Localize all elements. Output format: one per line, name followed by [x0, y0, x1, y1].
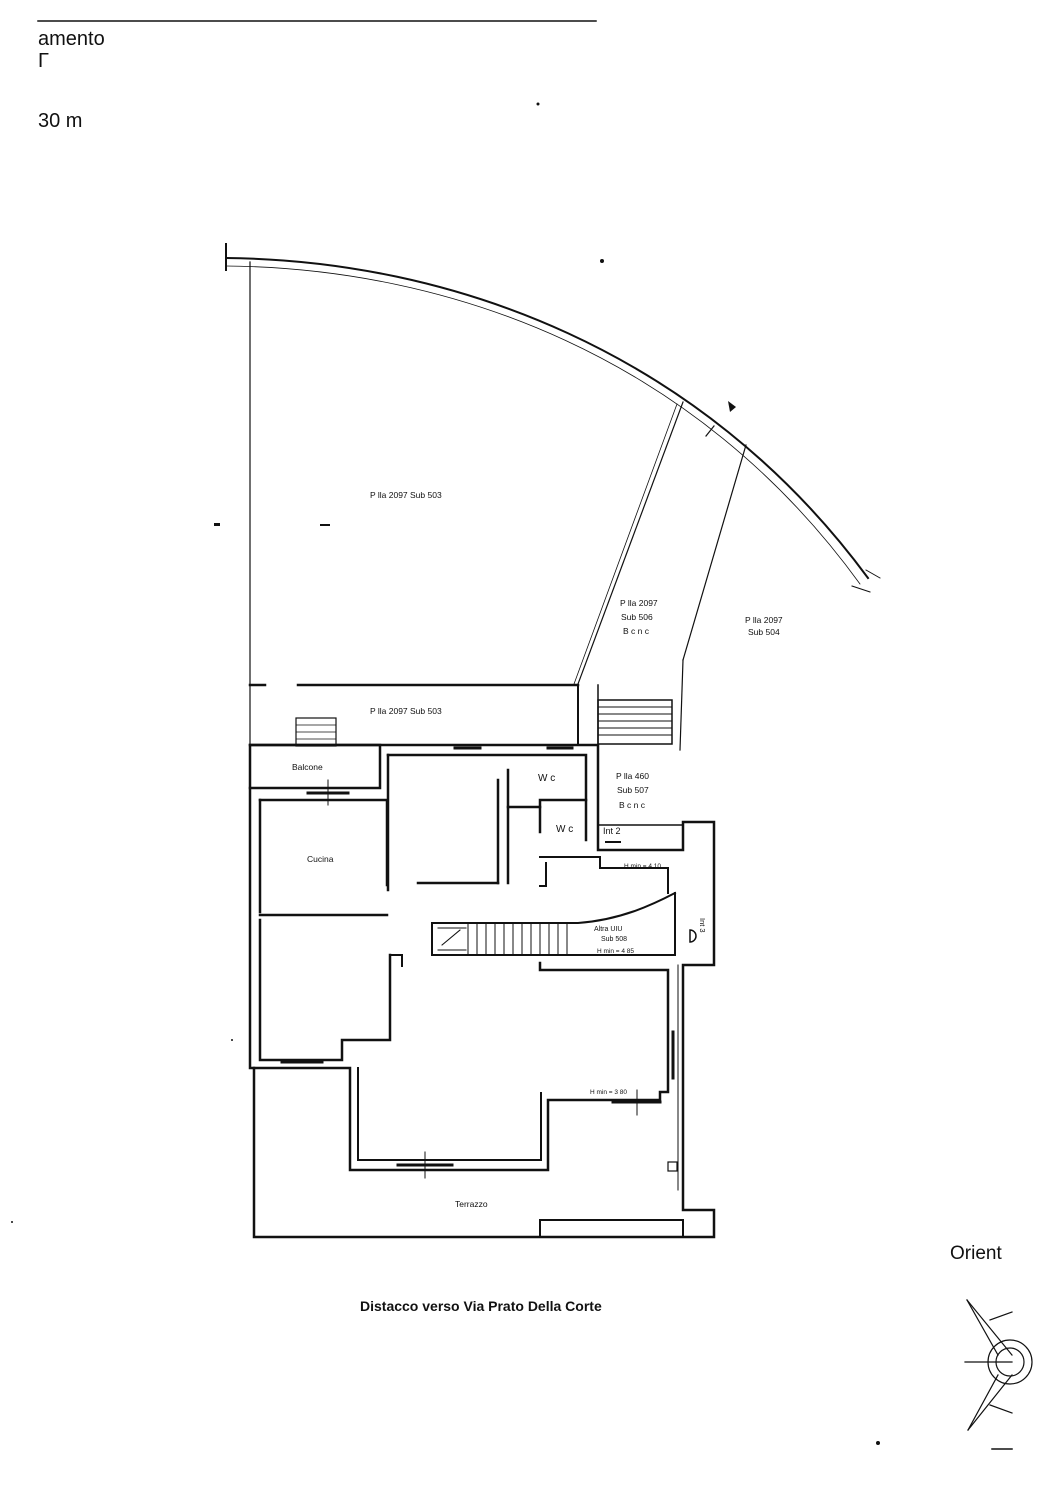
label-sub506-line3: B c n c: [623, 626, 650, 636]
label-cucina: Cucina: [307, 854, 334, 864]
label-altra-uiu-line3: H min = 4 85: [597, 948, 634, 955]
label-sub504-line2: Sub 504: [748, 627, 780, 637]
label-wc-2: W c: [556, 824, 573, 835]
label-int2: Int 2: [603, 826, 621, 836]
divider-506-left: [577, 401, 684, 685]
label-altra-uiu-line2: Sub 508: [601, 936, 627, 943]
label-sub506-line1: P lla 2097: [620, 598, 658, 608]
label-hmin-410: H min = 4 10: [624, 863, 661, 870]
caption: Distacco verso Via Prato Della Corte: [360, 1298, 602, 1314]
compass-icon: [964, 1299, 1033, 1431]
label-wc-1: W c: [538, 773, 555, 784]
label-int3: Int 3: [698, 918, 707, 933]
label-balcone: Balcone: [292, 762, 323, 772]
header-line-3: 30 m: [38, 110, 83, 132]
label-altra-uiu-line1: Altra UIU: [594, 926, 622, 933]
header-line-2: Γ: [38, 50, 50, 72]
label-hmin-380: H min = 3 80: [590, 1089, 627, 1096]
boundary-arc: [224, 256, 870, 580]
header-line-1: amento: [38, 28, 105, 50]
label-terrazzo: Terrazzo: [455, 1199, 488, 1209]
label-sub507-line3: B c n c: [619, 800, 646, 810]
label-sub507-line2: Sub 507: [617, 785, 649, 795]
label-parcel-top: P lla 2097 Sub 503: [370, 490, 442, 500]
label-sub506-line2: Sub 506: [621, 612, 653, 622]
label-parcel-mid: P lla 2097 Sub 503: [370, 706, 442, 716]
label-sub507-line1: P lla 460: [616, 771, 649, 781]
divider-506-right: [682, 444, 747, 661]
orientation-label: Orient: [950, 1243, 1002, 1264]
label-sub504-line1: P lla 2097: [745, 615, 783, 625]
building-outline: [248, 743, 716, 1239]
